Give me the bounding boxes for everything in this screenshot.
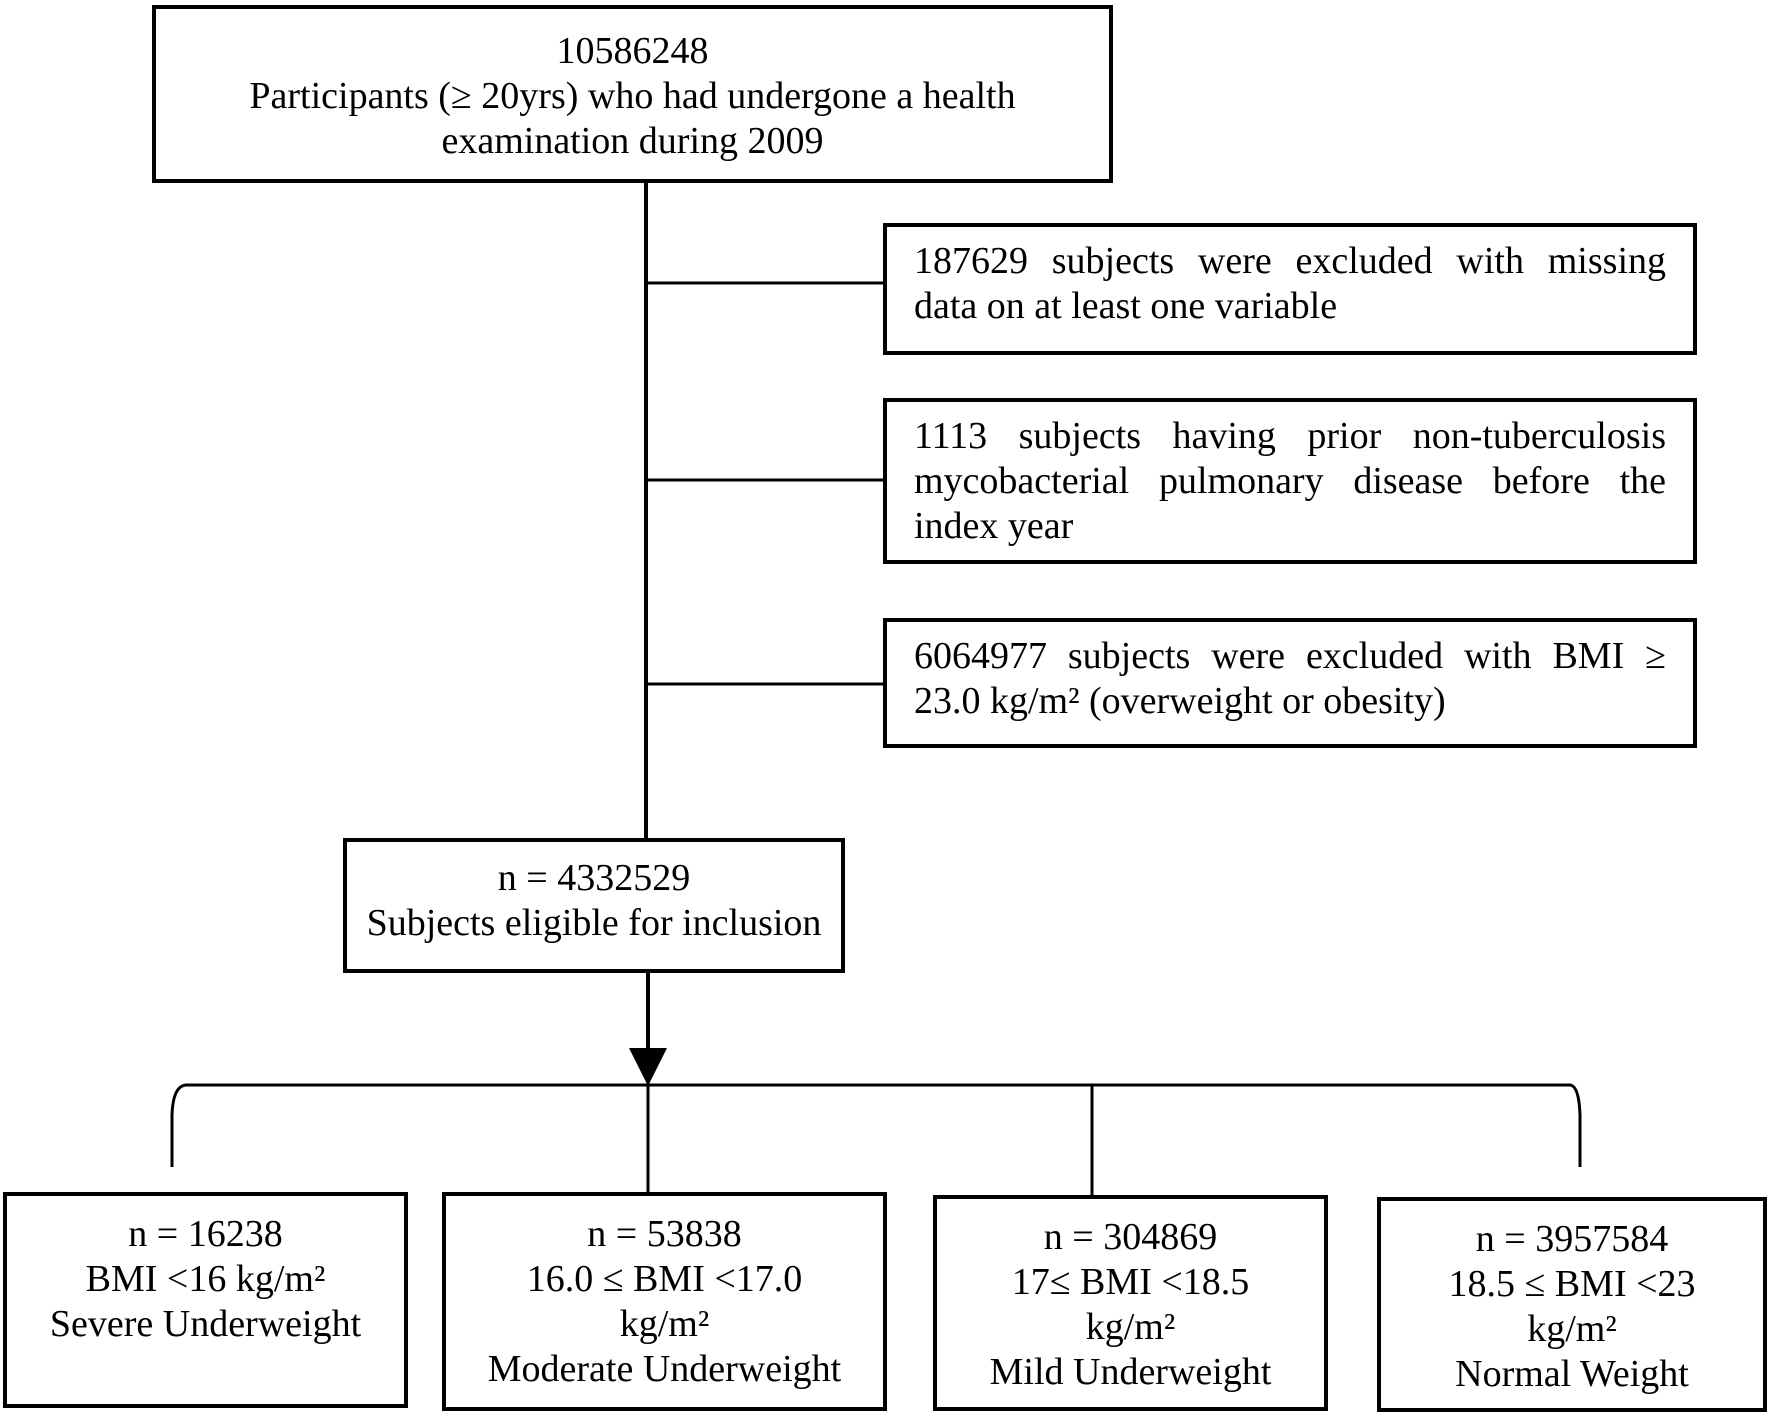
exclusion-1-line-1: 187629 subjects were excluded with missi… bbox=[914, 240, 1666, 282]
severe-underweight-count: n = 16238 bbox=[128, 1213, 283, 1255]
category-box-normal-weight: n = 3957584 18.5 ≤ BMI <23 kg/m² Normal … bbox=[1377, 1197, 1767, 1412]
normal-weight-bmi-range: 18.5 ≤ BMI <23 bbox=[1448, 1263, 1696, 1305]
normal-weight-bmi-unit: kg/m² bbox=[1527, 1308, 1617, 1350]
normal-weight-label: Normal Weight bbox=[1455, 1353, 1689, 1395]
severe-underweight-bmi-range: BMI <16 kg/m² bbox=[85, 1258, 326, 1300]
moderate-underweight-label: Moderate Underweight bbox=[487, 1348, 842, 1390]
exclusion-2-line-1: 1113 subjects having prior non-tuberculo… bbox=[914, 415, 1666, 457]
participants-box: 10586248 Participants (≥ 20yrs) who had … bbox=[152, 5, 1113, 183]
eligible-count: n = 4332529 bbox=[497, 857, 691, 899]
participants-count: 10586248 bbox=[556, 30, 709, 72]
eligible-label: Subjects eligible for inclusion bbox=[366, 902, 822, 944]
exclusion-3-line-2: 23.0 kg/m² (overweight or obesity) bbox=[914, 680, 1446, 722]
mild-underweight-label: Mild Underweight bbox=[989, 1351, 1272, 1393]
exclusion-box-overweight-obesity: 6064977 subjects were excluded with BMI … bbox=[883, 618, 1697, 748]
exclusion-3-line-1: 6064977 subjects were excluded with BMI … bbox=[914, 635, 1666, 677]
category-box-mild-underweight: n = 304869 17≤ BMI <18.5 kg/m² Mild Unde… bbox=[933, 1195, 1328, 1411]
moderate-underweight-count: n = 53838 bbox=[587, 1213, 742, 1255]
exclusion-1-line-2: data on at least one variable bbox=[914, 285, 1338, 327]
mild-underweight-bmi-unit: kg/m² bbox=[1085, 1306, 1176, 1348]
category-box-moderate-underweight: n = 53838 16.0 ≤ BMI <17.0 kg/m² Moderat… bbox=[442, 1192, 887, 1411]
exclusion-2-line-2: mycobacterial pulmonary disease before t… bbox=[914, 460, 1666, 502]
mild-underweight-bmi-range: 17≤ BMI <18.5 bbox=[1011, 1261, 1250, 1303]
category-bracket-line bbox=[170, 1083, 1582, 1167]
mild-underweight-count: n = 304869 bbox=[1043, 1216, 1218, 1258]
exclusion-2-line-3: index year bbox=[914, 505, 1074, 547]
eligible-subjects-box: n = 4332529 Subjects eligible for inclus… bbox=[343, 838, 845, 973]
moderate-underweight-bmi-range: 16.0 ≤ BMI <17.0 bbox=[526, 1258, 803, 1300]
category-box-severe-underweight: n = 16238 BMI <16 kg/m² Severe Underweig… bbox=[3, 1192, 408, 1408]
normal-weight-count: n = 3957584 bbox=[1475, 1218, 1669, 1260]
down-arrowhead-icon bbox=[629, 1048, 667, 1086]
exclusion-box-missing-data: 187629 subjects were excluded with missi… bbox=[883, 223, 1697, 355]
participants-description-line-2: examination during 2009 bbox=[441, 120, 824, 162]
severe-underweight-label: Severe Underweight bbox=[49, 1303, 362, 1345]
participants-description-line-1: Participants (≥ 20yrs) who had undergone… bbox=[249, 75, 1016, 117]
moderate-underweight-bmi-unit: kg/m² bbox=[619, 1303, 710, 1345]
exclusion-box-prior-ntm-disease: 1113 subjects having prior non-tuberculo… bbox=[883, 398, 1697, 564]
